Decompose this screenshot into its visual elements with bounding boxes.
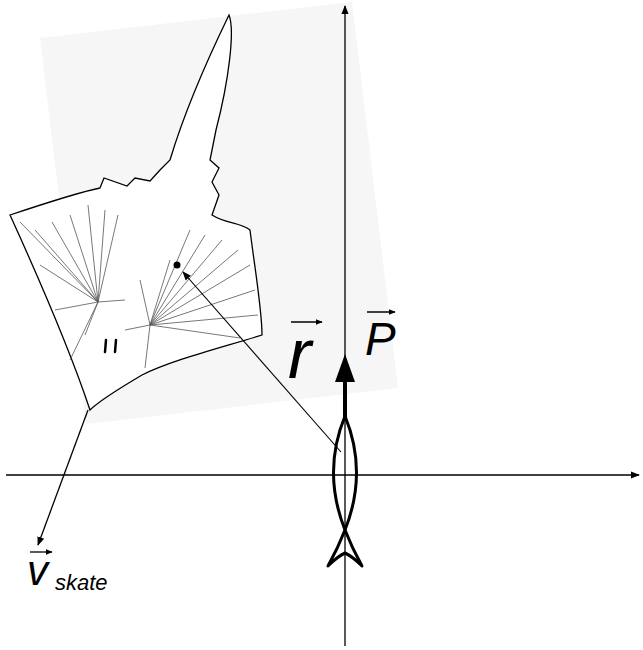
vector-label: r — [288, 319, 311, 389]
fish-tail — [328, 530, 362, 566]
x-axis — [6, 474, 639, 475]
position-vector — [183, 272, 341, 452]
momentum-head — [335, 354, 355, 382]
skate-outline — [10, 15, 262, 410]
vector-accent — [367, 311, 395, 313]
subscript-label: skate — [55, 572, 108, 594]
fin-rays — [20, 205, 258, 368]
momentum-shaft — [343, 378, 347, 418]
vector-label: P — [365, 316, 396, 362]
gill-marks — [105, 340, 116, 352]
skate-point — [174, 262, 181, 269]
y-axis — [344, 6, 345, 646]
vector-label: v — [27, 550, 48, 592]
fish-body — [334, 416, 357, 530]
velocity-vector — [38, 410, 88, 545]
